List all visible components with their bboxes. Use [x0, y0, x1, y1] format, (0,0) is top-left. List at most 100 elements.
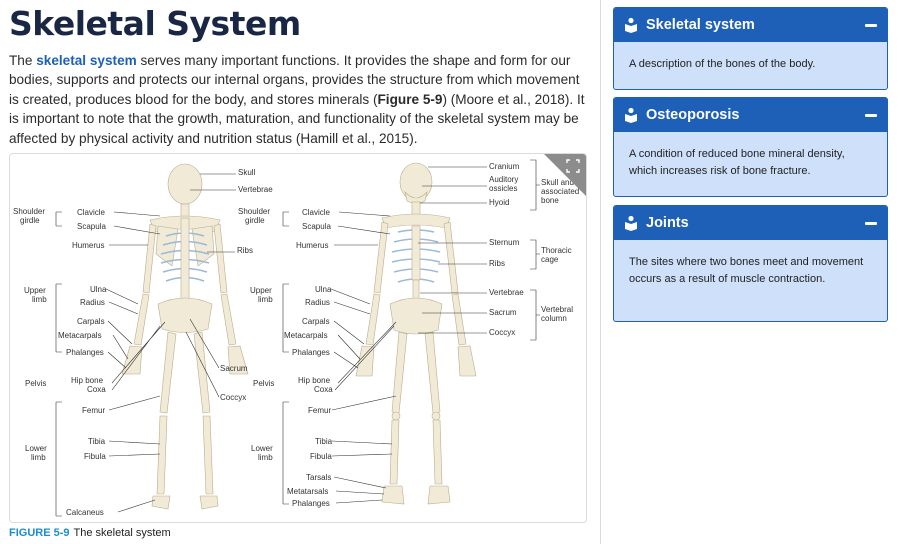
lbl-skull: Skull: [238, 168, 256, 177]
lbl-radius: Radius: [80, 298, 105, 307]
figure-reference: Figure 5-9: [377, 91, 443, 107]
ant-grp-thoracic-1: Thoracic: [541, 246, 572, 255]
ant-lbl-auditory: Auditory: [489, 175, 518, 184]
panel-body: A description of the bones of the body.: [629, 58, 816, 70]
lbl-coxa: Coxa: [87, 385, 106, 394]
glossary-panel-osteoporosis: Osteoporosis A condition of reduced bone…: [613, 97, 888, 197]
ant-group-lower-line1: Lower: [251, 444, 273, 453]
ant-lbl-coxa: Coxa: [314, 385, 333, 394]
anterior-labels: Shoulder girdle Upper limb Pelvis Lower …: [238, 159, 579, 508]
ant-lbl-metatarsals: Metatarsals: [287, 487, 328, 496]
group-upper-line2: limb: [32, 295, 47, 304]
lbl-ribs: Ribs: [237, 246, 253, 255]
panel-body: The sites where two bones meet and movem…: [629, 256, 864, 285]
glossary-panel-skeletal-system: Skeletal system A description of the bon…: [613, 7, 888, 90]
group-shoulder-line2: girdle: [20, 216, 40, 225]
ant-lbl-ossicles: ossicles: [489, 184, 517, 193]
lbl-femur: Femur: [82, 406, 105, 415]
ant-lbl-carpals: Carpals: [302, 317, 330, 326]
ant-lbl-clavicle: Clavicle: [302, 208, 331, 217]
ant-grp-skull-3: bone: [541, 196, 559, 205]
panel-header-joints[interactable]: Joints: [614, 206, 887, 240]
ant-lbl-sacrum: Sacrum: [489, 308, 517, 317]
panel-header-skeletal-system[interactable]: Skeletal system: [614, 8, 887, 42]
ant-lbl-sternum: Sternum: [489, 238, 520, 247]
ant-lbl-hip-bone: Hip bone: [298, 376, 331, 385]
lbl-phalanges: Phalanges: [66, 348, 104, 357]
page-title: Skeletal System: [9, 4, 301, 43]
graduation-tag-icon: [625, 215, 637, 231]
ant-lbl-humerus: Humerus: [296, 241, 328, 250]
lbl-metacarpals: Metacarpals: [58, 331, 102, 340]
ant-grp-vertebral-2: column: [541, 314, 567, 323]
column-divider: [600, 0, 601, 544]
ant-lbl-phalanges: Phalanges: [292, 348, 330, 357]
ant-lbl-femur: Femur: [308, 406, 331, 415]
ant-group-shoulder-line2: girdle: [245, 216, 265, 225]
lbl-ulna: Ulna: [90, 285, 107, 294]
posterior-skeleton: [121, 163, 249, 510]
ant-lbl-ribs: Ribs: [489, 259, 505, 268]
group-pelvis: Pelvis: [25, 379, 46, 388]
lbl-tibia: Tibia: [88, 437, 106, 446]
ant-group-pelvis: Pelvis: [253, 379, 274, 388]
lbl-scapula: Scapula: [77, 222, 106, 231]
ant-group-upper-line2: limb: [258, 295, 273, 304]
ant-lbl-coccyx: Coccyx: [489, 328, 515, 337]
panel-title: Skeletal system: [646, 17, 755, 33]
intro-text-1: The: [9, 53, 37, 68]
skeletal-system-link[interactable]: skeletal system: [36, 53, 137, 68]
anterior-skeleton: [355, 162, 477, 505]
figure-image: Shoulder girdle Upper limb Pelvis Lower …: [9, 153, 587, 523]
ant-lbl-hyoid: Hyoid: [489, 198, 509, 207]
lbl-calcaneus: Calcaneus: [66, 508, 104, 517]
ant-grp-skull-1: Skull and: [541, 178, 574, 187]
ant-lbl-tarsals: Tarsals: [306, 473, 331, 482]
ant-group-upper-line1: Upper: [250, 286, 272, 295]
lbl-humerus: Humerus: [72, 241, 104, 250]
ant-lbl-scapula: Scapula: [302, 222, 331, 231]
collapse-icon[interactable]: [865, 221, 877, 225]
graduation-tag-icon: [625, 17, 637, 33]
ant-lbl-ulna: Ulna: [315, 285, 332, 294]
collapse-icon[interactable]: [865, 113, 877, 117]
glossary-panel-joints: Joints The sites where two bones meet an…: [613, 205, 888, 322]
lbl-fibula: Fibula: [84, 452, 106, 461]
ant-grp-skull-2: associated: [541, 187, 579, 196]
fullscreen-icon: [544, 154, 586, 196]
skeleton-illustration: Shoulder girdle Upper limb Pelvis Lower …: [13, 159, 579, 517]
ant-lbl-phalanges-foot: Phalanges: [292, 499, 330, 508]
ant-grp-thoracic-2: cage: [541, 255, 559, 264]
panel-title: Joints: [646, 215, 689, 231]
ant-lbl-fibula: Fibula: [310, 452, 332, 461]
figure-caption-text: The skeletal system: [73, 527, 171, 539]
intro-text-3: ) (Moore et al., 2018). It is important …: [9, 91, 585, 146]
intro-paragraph: The skeletal system serves many importan…: [9, 51, 589, 148]
group-upper-line1: Upper: [24, 286, 46, 295]
ant-group-shoulder-line1: Shoulder: [238, 207, 270, 216]
lbl-hip-bone: Hip bone: [71, 376, 104, 385]
group-shoulder-line1: Shoulder: [13, 207, 45, 216]
article: Skeletal System The skeletal system serv…: [9, 0, 589, 544]
ant-group-lower-line2: limb: [258, 453, 273, 462]
panel-body: A condition of reduced bone mineral dens…: [629, 148, 845, 177]
ant-grp-vertebral-1: Vertebral: [541, 305, 573, 314]
lbl-clavicle: Clavicle: [77, 208, 106, 217]
lbl-carpals: Carpals: [77, 317, 105, 326]
expand-figure-button[interactable]: [544, 154, 586, 196]
collapse-icon[interactable]: [865, 23, 877, 27]
ant-lbl-cranium: Cranium: [489, 162, 520, 171]
group-lower-line1: Lower: [25, 444, 47, 453]
group-lower-line2: limb: [31, 453, 46, 462]
panel-title: Osteoporosis: [646, 107, 740, 123]
graduation-tag-icon: [625, 107, 637, 123]
ant-lbl-vertebrae: Vertebrae: [489, 288, 524, 297]
ant-lbl-tibia: Tibia: [315, 437, 333, 446]
ant-lbl-radius: Radius: [305, 298, 330, 307]
lbl-sacrum: Sacrum: [220, 364, 248, 373]
ant-lbl-metacarpals: Metacarpals: [284, 331, 328, 340]
lbl-vertebrae: Vertebrae: [238, 185, 273, 194]
panel-header-osteoporosis[interactable]: Osteoporosis: [614, 98, 887, 132]
posterior-labels: Shoulder girdle Upper limb Pelvis Lower …: [13, 168, 273, 517]
